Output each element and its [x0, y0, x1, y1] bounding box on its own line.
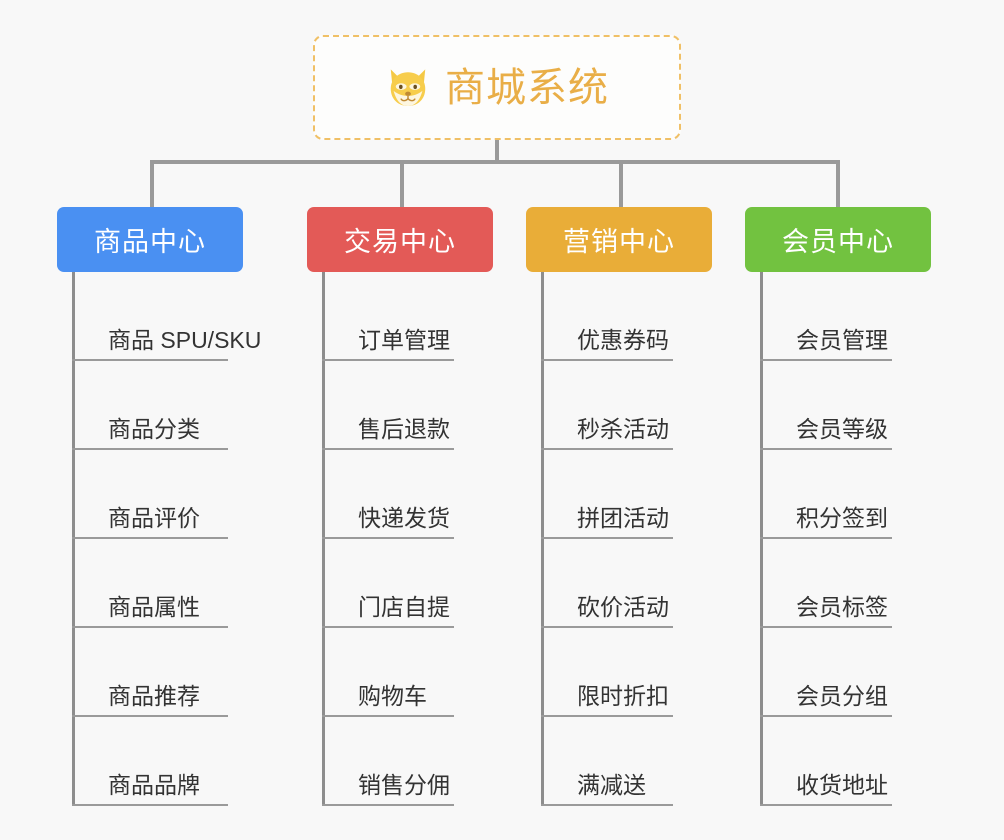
leaf-underline [322, 359, 454, 361]
leaf-underline [72, 537, 228, 539]
leaf-underline [760, 448, 892, 450]
root-node-title: 商城系统 [445, 65, 609, 110]
category-label: 商品中心 [94, 227, 206, 257]
leaf-underline [541, 804, 673, 806]
leaf-underline [72, 804, 228, 806]
root-node-shop-system[interactable]: 商城系统 [313, 35, 681, 140]
leaf-underline [541, 448, 673, 450]
leaf-underline [541, 537, 673, 539]
connector-trunk-product-center [72, 272, 75, 806]
leaf-underline [72, 715, 228, 717]
leaf-item-label: 商品属性 [108, 594, 200, 620]
leaf-underline [541, 359, 673, 361]
leaf-item-label: 商品推荐 [108, 683, 200, 709]
leaf-item-label: 限时折扣 [577, 683, 669, 709]
connector-horizontal-bus [150, 160, 840, 164]
connector-branch-product-center [150, 162, 154, 208]
leaf-item-label: 会员管理 [796, 327, 888, 353]
leaf-item-label: 优惠券码 [577, 327, 669, 353]
leaf-underline [72, 626, 228, 628]
leaf-underline [322, 537, 454, 539]
connector-trunk-trade-center [322, 272, 325, 806]
category-box-member-center[interactable]: 会员中心 [745, 207, 931, 272]
leaf-underline [760, 804, 892, 806]
leaf-item-label: 会员等级 [796, 416, 888, 442]
leaf-underline [72, 448, 228, 450]
leaf-item-label: 秒杀活动 [577, 416, 669, 442]
leaf-item-label: 会员标签 [796, 594, 888, 620]
leaf-item-label: 门店自提 [358, 594, 450, 620]
connector-trunk-member-center [760, 272, 763, 806]
category-label: 会员中心 [782, 227, 894, 257]
leaf-item-label: 商品分类 [108, 416, 200, 442]
leaf-item-label: 商品品牌 [108, 772, 200, 798]
leaf-underline [72, 359, 228, 361]
leaf-item-label: 订单管理 [358, 327, 450, 353]
shiba-dog-face-icon [390, 68, 426, 106]
leaf-item-label: 满减送 [577, 772, 646, 798]
leaf-underline [760, 359, 892, 361]
leaf-item-label: 会员分组 [796, 683, 888, 709]
leaf-item-label: 售后退款 [358, 416, 450, 442]
category-box-product-center[interactable]: 商品中心 [57, 207, 243, 272]
leaf-item-label: 商品评价 [108, 505, 200, 531]
leaf-item-label: 收货地址 [796, 772, 888, 798]
leaf-item-label: 砍价活动 [577, 594, 669, 620]
leaf-underline [760, 626, 892, 628]
leaf-underline [322, 448, 454, 450]
leaf-underline [322, 626, 454, 628]
leaf-item-label: 积分签到 [796, 505, 888, 531]
leaf-underline [541, 715, 673, 717]
leaf-item-label: 购物车 [358, 683, 427, 709]
leaf-item-label: 销售分佣 [358, 772, 450, 798]
category-box-trade-center[interactable]: 交易中心 [307, 207, 493, 272]
connector-branch-marketing-center [619, 162, 623, 208]
connector-branch-member-center [836, 162, 840, 208]
connector-branch-trade-center [400, 162, 404, 208]
category-box-marketing-center[interactable]: 营销中心 [526, 207, 712, 272]
leaf-underline [541, 626, 673, 628]
leaf-item-label: 快递发货 [358, 505, 450, 531]
leaf-underline [760, 537, 892, 539]
connector-trunk-marketing-center [541, 272, 544, 806]
leaf-underline [322, 804, 454, 806]
leaf-item-label: 拼团活动 [577, 505, 669, 531]
category-label: 交易中心 [344, 227, 456, 257]
leaf-underline [760, 715, 892, 717]
leaf-item-label: 商品 SPU/SKU [108, 327, 262, 353]
leaf-underline [322, 715, 454, 717]
connector-root-vertical [495, 140, 499, 162]
category-label: 营销中心 [563, 227, 675, 257]
